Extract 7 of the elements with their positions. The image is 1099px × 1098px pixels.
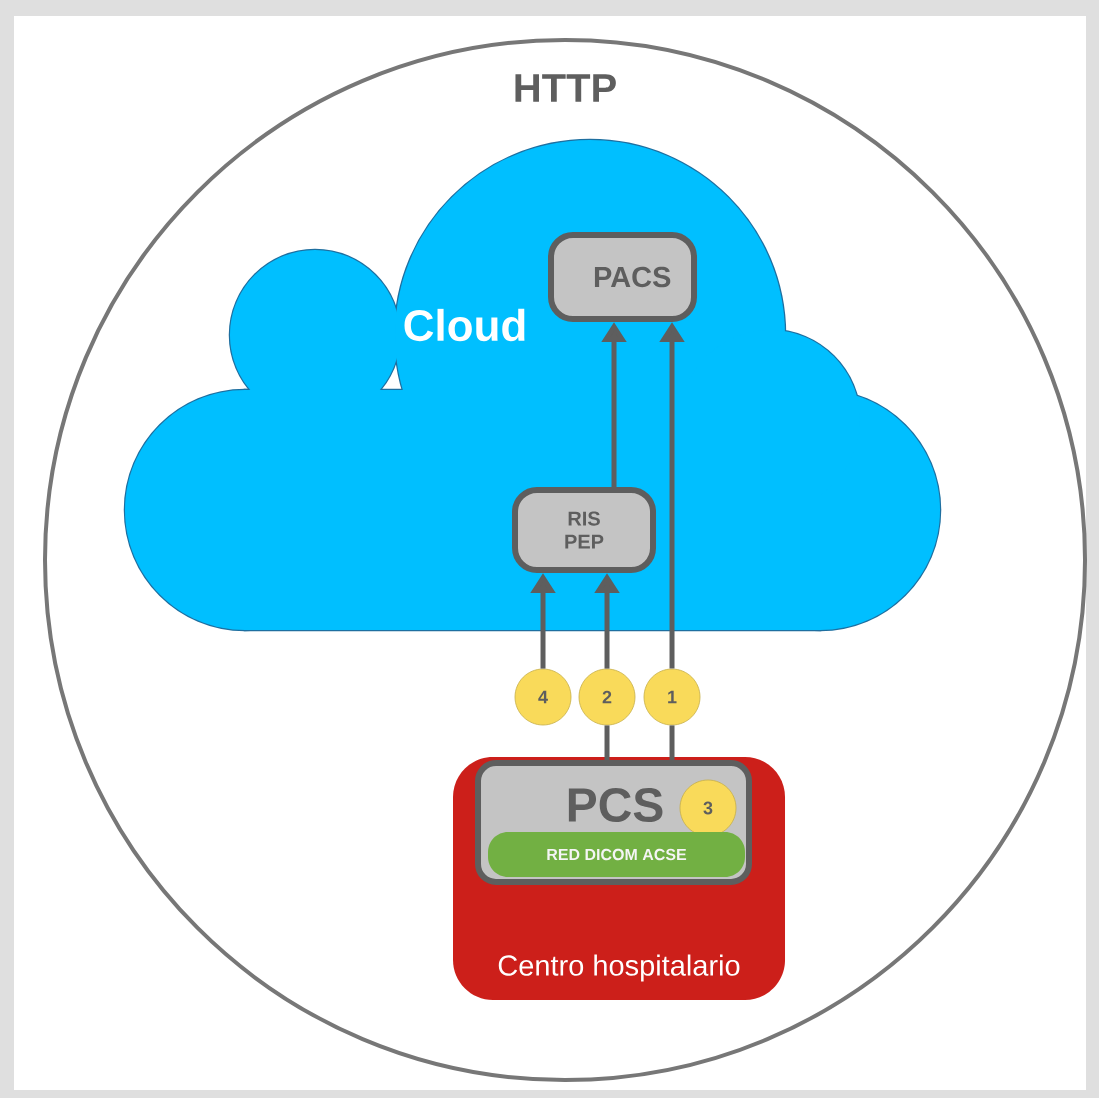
number-badge: 4 — [514, 668, 572, 726]
number-badge: 3 — [679, 779, 737, 837]
process-box: RIS PEP — [512, 487, 656, 573]
number-badge: 2 — [578, 668, 636, 726]
network-band: RED DICOM ACSE — [488, 832, 745, 877]
number-badge: 1 — [643, 668, 701, 726]
process-box: PACS — [548, 232, 697, 322]
